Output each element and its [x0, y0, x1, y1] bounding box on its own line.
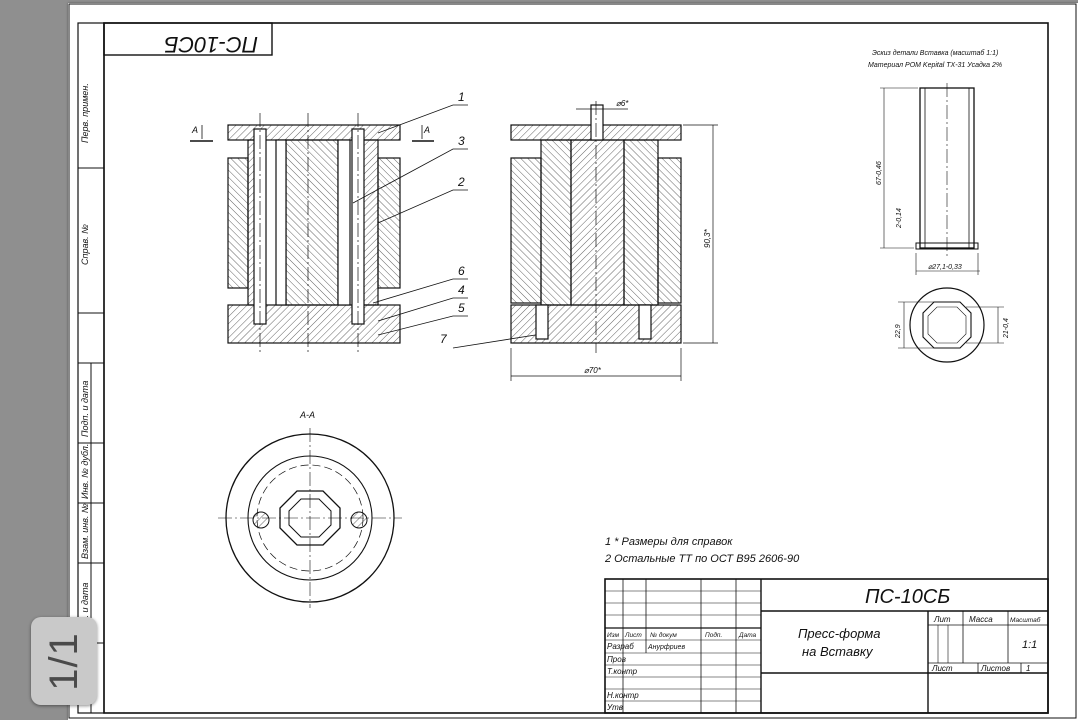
tb-sheet-label: Лист — [931, 664, 953, 673]
tb-name-razrab: Анурфриев — [647, 644, 685, 651]
tb-role-prov: Пров — [607, 655, 626, 664]
callout-3: 3 — [458, 134, 465, 148]
strip-label-vzam: Взам. инв. № — [80, 503, 90, 559]
tb-header-izm: Изм — [607, 632, 620, 639]
tb-header-podp: Подп. — [705, 631, 722, 639]
strip-label-podp1: Подп. и дата — [80, 381, 90, 437]
callout-7: 7 — [440, 332, 448, 346]
side-section-view — [510, 101, 682, 353]
tb-scale-label: Масштаб — [1010, 616, 1041, 624]
tb-header-date: Дата — [738, 632, 757, 639]
sketch-title: Эскиз детали Вставка (масштаб 1:1) — [872, 49, 998, 57]
strip-label-inv: Инв. № дубл. — [80, 444, 90, 499]
left-strip-labels: Перв. примен. Справ. № Подп. и дата Инв.… — [80, 83, 90, 639]
strip-label-podp2: Подп. и дата — [80, 583, 90, 639]
sheet-frame — [68, 3, 1077, 719]
note-1: 1 * Размеры для справок — [605, 536, 733, 548]
technical-drawing: Перв. примен. Справ. № Подп. и дата Инв.… — [68, 3, 1077, 719]
callout-2: 2 — [457, 175, 465, 189]
callout-5: 5 — [458, 301, 465, 315]
sketch-material: Материал POM Kepital TX-31 Усадка 2% — [868, 61, 1002, 69]
note-2: 2 Остальные ТТ по ОСТ В95 2606-90 — [604, 553, 800, 565]
strip-label-perv: Перв. примен. — [80, 83, 90, 143]
dim-d27: ⌀27,1-0,33 — [928, 264, 962, 271]
tb-sheets-value: 1 — [1026, 664, 1030, 673]
title-block-text: Изм Лист № докум Подп. Дата Разраб Анурф… — [606, 586, 1041, 712]
tb-name-line2: на Вставку — [802, 644, 874, 659]
tb-name-line1: Пресс-форма — [798, 626, 881, 641]
callout-1: 1 — [458, 90, 465, 104]
sketch-part-view — [880, 83, 1004, 363]
dim-h90: 90,3* — [703, 228, 712, 248]
tb-designation: ПС-10СБ — [865, 586, 950, 608]
callout-6: 6 — [458, 264, 465, 278]
tb-lit-label: Лит — [933, 615, 951, 624]
dim-d6: ⌀6* — [616, 99, 629, 108]
dim-h2: 2-0,14 — [896, 208, 903, 229]
tb-role-nkontr: Н.контр — [607, 691, 639, 700]
top-stamp-text: ПС-10СБ — [164, 32, 258, 57]
front-section-view — [190, 113, 434, 353]
section-aa-title: А-А — [299, 410, 315, 420]
callout-4: 4 — [458, 283, 465, 297]
page-indicator-button[interactable]: 1/1 — [31, 617, 97, 705]
tb-role-razrab: Разраб — [607, 642, 634, 651]
tb-role-utv: Утв — [606, 703, 623, 712]
top-stamp: ПС-10СБ — [103, 22, 273, 57]
side-view-dimensions — [510, 108, 718, 381]
tb-sheets-label: Листов — [980, 664, 1010, 673]
drawing-sheet: Перв. примен. Справ. № Подп. и дата Инв.… — [68, 3, 1078, 720]
callout-leaders — [352, 104, 549, 349]
tb-header-doc: № докум — [650, 631, 677, 639]
section-aa-view — [218, 428, 402, 608]
dim-s22: 22,9 — [895, 324, 902, 339]
dim-h67: 67-0,46 — [876, 161, 883, 185]
strip-label-sprav: Справ. № — [80, 224, 90, 265]
section-mark-left: A — [191, 125, 198, 135]
dim-s21: 21-0,4 — [1003, 318, 1010, 339]
title-block — [604, 578, 1049, 714]
dim-d70: ⌀70* — [584, 366, 602, 375]
tb-scale-value: 1:1 — [1022, 639, 1037, 651]
page-indicator-label: 1/1 — [41, 631, 86, 691]
tb-mass-label: Масса — [969, 615, 993, 624]
tb-header-list: Лист — [624, 632, 642, 639]
tb-role-tkontr: Т.контр — [607, 667, 638, 676]
section-mark-right: A — [423, 125, 430, 135]
